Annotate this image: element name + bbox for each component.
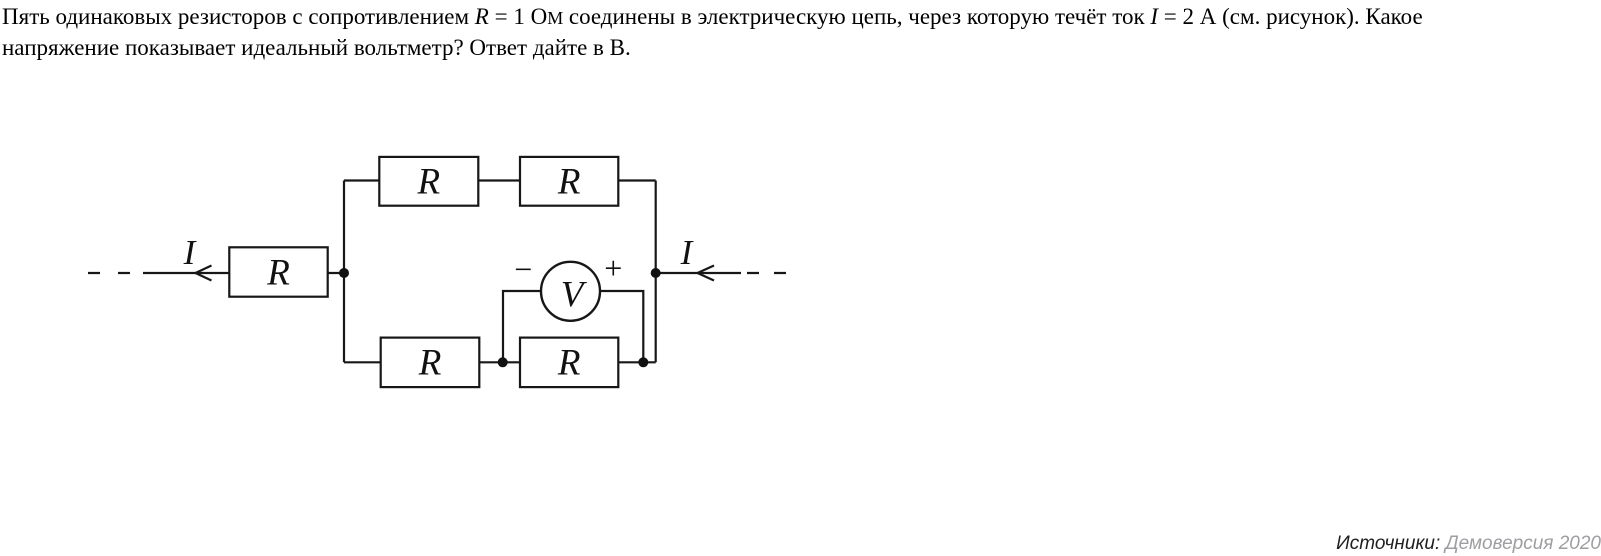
ohm-unit-smallcap: М (547, 8, 564, 28)
node-bottom-right (638, 357, 649, 368)
ohm-unit-capital: О (530, 4, 548, 29)
current-value: = 2 А (1158, 4, 1217, 29)
resistance-symbol: R (474, 4, 489, 29)
problem-text-line2: напряжение показывает идеальный вольтмет… (2, 35, 631, 60)
problem-text-tail: (см. рисунок). Какое (1216, 4, 1423, 29)
node-right-junction (650, 268, 661, 278)
problem-statement: Пять одинаковых резисторов с сопротивлен… (2, 2, 1592, 62)
problem-text-intro: Пять одинаковых резисторов с сопротивлен… (2, 4, 475, 29)
resistance-value: = 1 (488, 4, 531, 29)
voltmeter-lead-right (598, 289, 645, 363)
voltmeter-label: V (561, 275, 588, 316)
voltmeter-circle (539, 260, 602, 322)
voltmeter-lead-left (501, 289, 544, 363)
plus-sign: + (604, 250, 622, 286)
resistor-top-left-label: R (416, 162, 440, 203)
resistor-top-right-label: R (557, 162, 581, 203)
circuit-diagram: I I R R R R R V − + (85, 135, 795, 405)
current-arrow-right (694, 264, 715, 282)
current-label-left: I (183, 233, 198, 272)
resistor-top-right-box (518, 155, 620, 207)
minus-sign: − (514, 251, 532, 287)
node-left-junction (339, 268, 349, 278)
resistor-bottom-left-label: R (418, 343, 442, 384)
source-label: Источники: (1336, 533, 1441, 554)
current-symbol: I (1150, 4, 1159, 29)
circuit-svg: I I R R R R R V − + (88, 155, 786, 389)
resistor-left-label: R (266, 253, 290, 294)
current-arrow-left (192, 264, 212, 282)
resistor-top-left-box (378, 155, 480, 207)
problem-text-mid: соединены в электрическую цепь, через ко… (563, 4, 1151, 29)
resistor-bottom-right-label: R (557, 343, 581, 384)
source-value: Демоверсия 2020 (1445, 533, 1601, 554)
source-attribution: Источники:Демоверсия 2020 (1336, 533, 1601, 555)
resistor-bottom-right-box (518, 336, 620, 389)
current-label-right: I (680, 233, 695, 272)
node-bottom-mid (497, 357, 508, 368)
